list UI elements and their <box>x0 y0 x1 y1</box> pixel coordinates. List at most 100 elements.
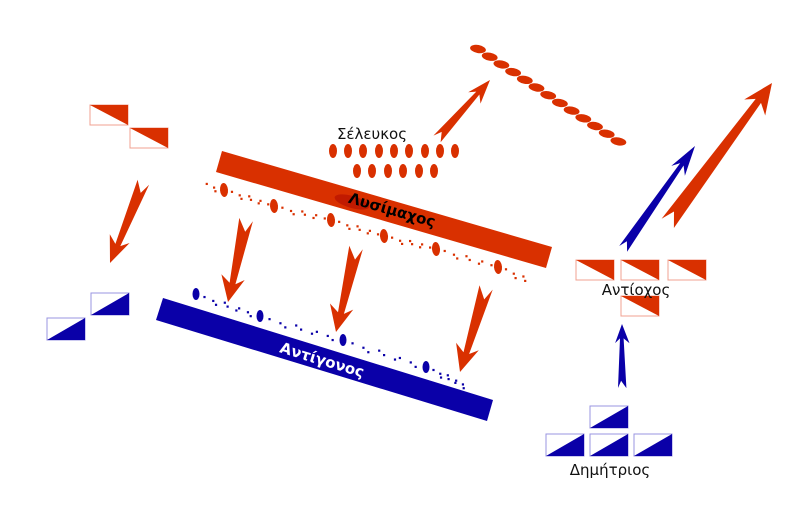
antigonus-phalanx: Αντίγονος <box>156 298 493 421</box>
cavalry-unit-blue-fill <box>546 434 584 456</box>
antigonus-line <box>156 298 493 421</box>
seleucus-elephant <box>375 144 383 158</box>
lysimachus-elephant <box>219 183 229 197</box>
cavalry-unit-red-fill <box>130 128 168 148</box>
skirmisher-red <box>214 190 217 193</box>
skirmisher-red <box>368 229 372 232</box>
skirmisher-red <box>481 260 484 263</box>
cavalry-unit-red-fill <box>576 260 614 280</box>
skirmisher-blue <box>326 334 329 338</box>
seleucus-elephant <box>421 144 429 158</box>
lysimachus-elephant <box>379 229 389 243</box>
skirmisher-blue <box>454 381 457 384</box>
skirmisher-red <box>230 190 234 193</box>
skirmisher-blue <box>284 326 287 329</box>
skirmisher-blue <box>351 342 354 345</box>
elephant-screen <box>575 114 592 123</box>
cavalry-unit-blue-fill <box>590 434 628 456</box>
skirmisher-red <box>312 216 315 220</box>
skirmisher-blue <box>203 295 206 299</box>
demetrius-pursuit-arrow <box>619 146 695 252</box>
skirmisher-red <box>323 217 326 220</box>
seleucus-elephant <box>353 164 361 178</box>
skirmisher-red <box>376 233 380 236</box>
skirmisher-red <box>468 258 471 262</box>
skirmisher-blue <box>246 311 250 314</box>
skirmisher-red <box>409 239 412 243</box>
skirmisher-red <box>289 209 293 213</box>
lysimachus-mark <box>334 194 370 210</box>
skirmisher-red <box>348 227 351 230</box>
demetrius-label: Δημήτριος <box>570 461 650 479</box>
elephant-screen <box>470 44 486 54</box>
elephant-screen <box>610 137 627 146</box>
skirmisher-red <box>281 206 284 209</box>
skirmisher-red <box>477 262 481 265</box>
skirmisher-blue <box>414 365 417 368</box>
lysimachus-elephant <box>326 213 336 227</box>
skirmisher-blue <box>212 299 215 303</box>
seleucus-elephant <box>451 144 459 158</box>
elephant-screen <box>563 106 580 115</box>
skirmisher-blue <box>315 330 318 333</box>
skirmisher-blue <box>393 358 397 361</box>
skirmisher-red <box>248 195 251 198</box>
skirmisher-red <box>301 210 304 213</box>
skirmisher-red <box>522 275 525 278</box>
lysimachus-elephant <box>493 260 503 274</box>
seleucus-elephant <box>405 144 413 158</box>
skirmisher-red <box>514 277 517 280</box>
attack-arrow <box>221 217 253 302</box>
skirmisher-red <box>504 268 508 271</box>
demetrius-return-arrow <box>615 324 630 389</box>
skirmisher-red <box>465 255 468 258</box>
skirmisher-blue <box>214 303 218 306</box>
cavalry-unit-blue-fill <box>590 406 628 428</box>
seleucus-elephant <box>415 164 423 178</box>
skirmisher-blue <box>367 351 370 354</box>
skirmisher-red <box>366 232 369 235</box>
skirmisher-blue <box>439 372 442 375</box>
skirmisher-red <box>315 214 318 217</box>
skirmisher-red <box>421 243 424 246</box>
seleucus-elephant <box>329 144 337 158</box>
skirmisher-red <box>411 243 414 246</box>
elephant-screen <box>551 98 568 108</box>
cavalry-unit-red-fill <box>668 260 706 280</box>
skirmisher-blue <box>383 354 386 357</box>
seleucus-elephant <box>368 164 376 178</box>
elephant-screen <box>528 83 545 92</box>
skirmisher-blue <box>331 338 334 342</box>
skirmisher-red <box>259 199 262 202</box>
skirmisher-blue <box>439 376 443 379</box>
seleucus-label: Σέλευκος <box>337 125 407 143</box>
skirmisher-red <box>358 228 361 231</box>
skirmisher-blue <box>310 332 314 335</box>
elephant-screen <box>598 129 615 138</box>
skirmisher-blue <box>238 307 241 310</box>
skirmisher-blue <box>432 368 435 372</box>
lysimachus-elephant <box>269 199 279 213</box>
cavalry-unit-blue-fill <box>634 434 672 456</box>
seleucus-elephant <box>430 164 438 178</box>
skirmisher-blue <box>295 324 298 327</box>
skirmisher-blue <box>300 328 303 331</box>
elephant-screen <box>481 52 498 61</box>
skirmisher-red <box>346 224 349 227</box>
skirmisher-red <box>391 236 394 239</box>
seleucus-elephant <box>390 144 398 158</box>
seleucus-elephant <box>399 164 407 178</box>
skirmisher-red <box>452 253 456 256</box>
skirmisher-red <box>490 264 493 267</box>
skirmisher-red <box>429 246 432 249</box>
skirmisher-red <box>419 246 422 249</box>
skirmisher-blue <box>409 361 412 364</box>
cavalry-charge-arrow <box>109 179 150 263</box>
elephant-screen <box>516 75 533 84</box>
antigonus-elephant <box>339 334 347 346</box>
attack-arrow <box>456 285 493 372</box>
skirmisher-red <box>338 220 341 223</box>
elephant-screen <box>505 67 522 77</box>
skirmisher-blue <box>447 378 450 381</box>
